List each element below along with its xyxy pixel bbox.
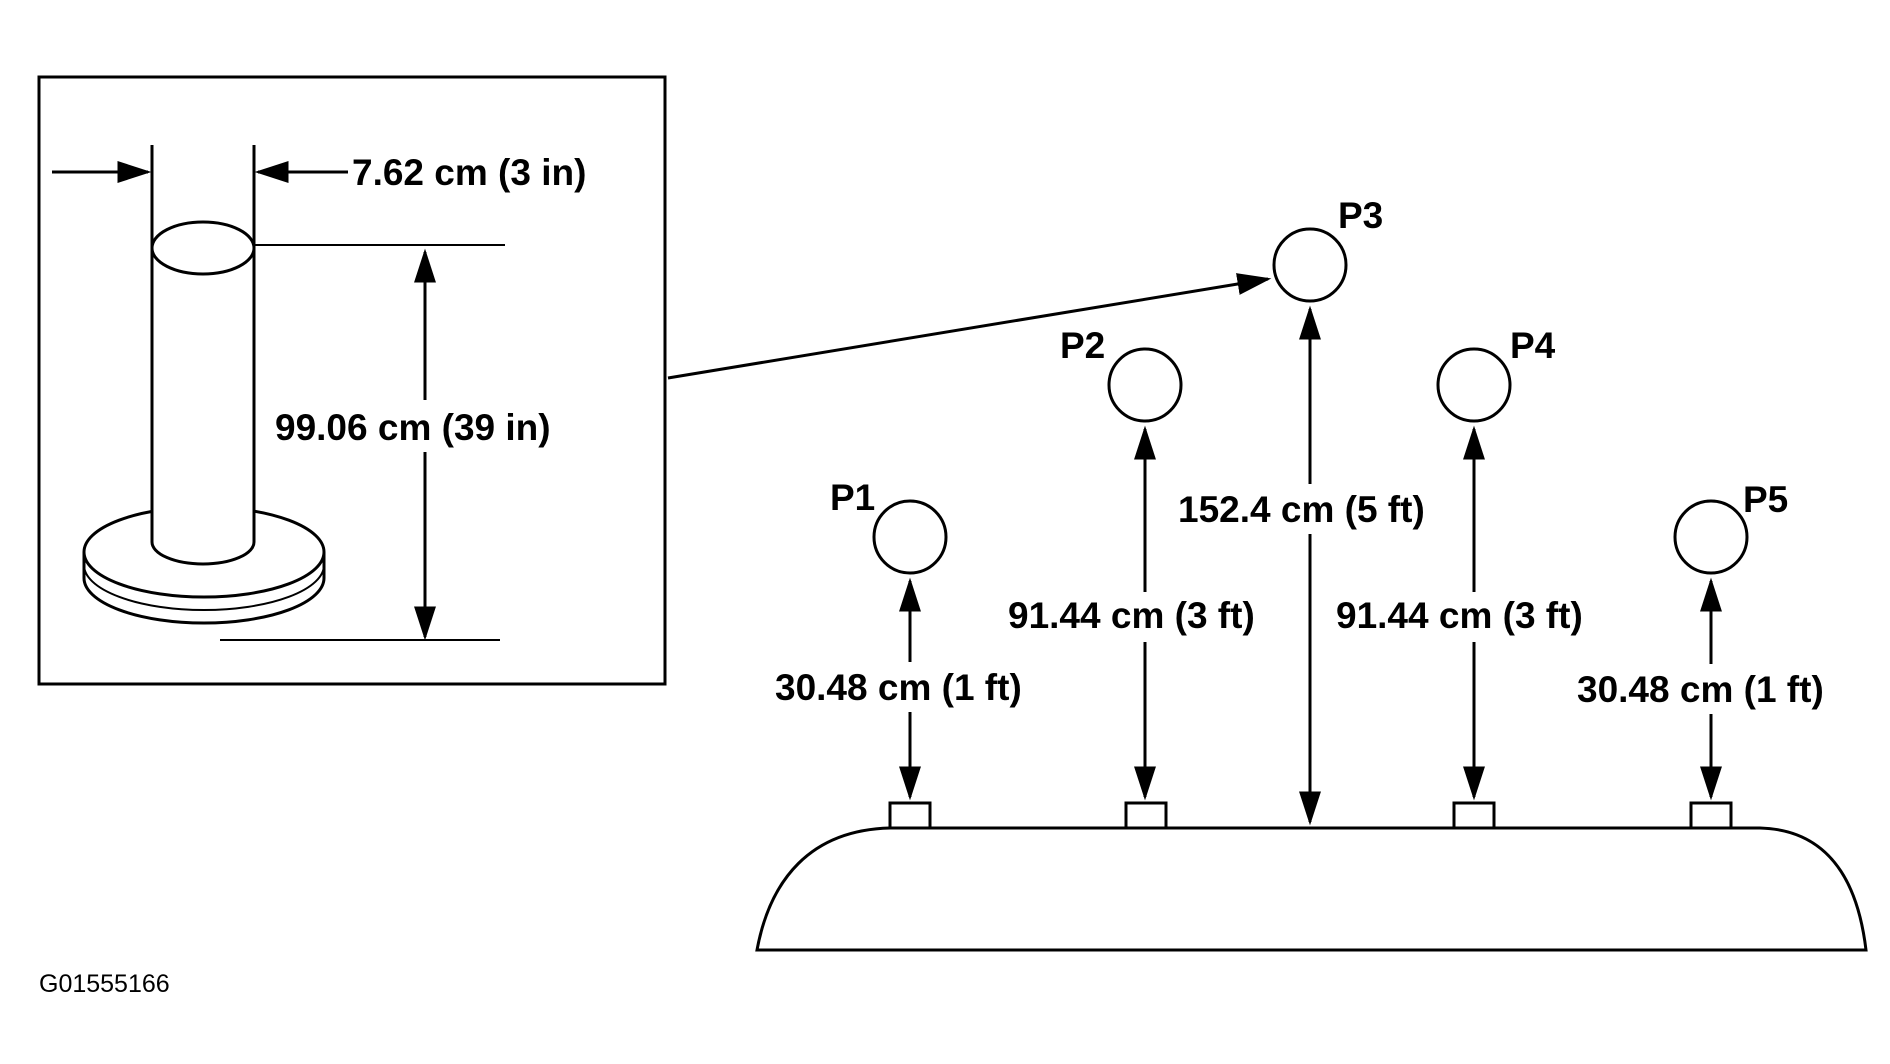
point-p1: P1 30.48 cm (1 ft) bbox=[772, 477, 1050, 801]
point-p5: P5 30.48 cm (1 ft) bbox=[1574, 479, 1852, 801]
distance-label: 91.44 cm (3 ft) bbox=[1336, 595, 1583, 636]
base-disc-lower bbox=[82, 552, 326, 625]
sensor-square-p4 bbox=[1452, 801, 1496, 830]
height-label: 99.06 cm (39 in) bbox=[275, 407, 551, 448]
figure-code: G01555166 bbox=[39, 970, 170, 998]
point-circle bbox=[1272, 227, 1348, 303]
inset-leader-arrow bbox=[667, 273, 1272, 380]
distance-label: 152.4 cm (5 ft) bbox=[1178, 489, 1425, 530]
inset-frame bbox=[37, 75, 667, 686]
width-label: 7.62 cm (3 in) bbox=[352, 152, 586, 193]
distance-label-bg bbox=[1574, 664, 1852, 714]
distance-label: 30.48 cm (1 ft) bbox=[775, 667, 1022, 708]
post-top bbox=[150, 220, 256, 276]
bench-body bbox=[755, 826, 1868, 952]
point-circle bbox=[1436, 347, 1512, 423]
post-bottom-curve bbox=[150, 541, 256, 566]
base-disc-seam bbox=[83, 564, 325, 611]
distance-label-bg bbox=[1175, 484, 1450, 534]
point-p3: P3 152.4 cm (5 ft) bbox=[1175, 195, 1450, 826]
post-body bbox=[152, 248, 254, 542]
distance-label-bg bbox=[1333, 592, 1613, 642]
sensor-square-p2 bbox=[1124, 801, 1168, 830]
point-circle bbox=[1673, 499, 1749, 575]
point-label: P4 bbox=[1510, 325, 1556, 366]
distance-label: 91.44 cm (3 ft) bbox=[1008, 595, 1255, 636]
sensor-square-p5 bbox=[1689, 801, 1733, 830]
point-circle bbox=[1107, 347, 1183, 423]
distance-label-bg bbox=[772, 662, 1050, 712]
distance-label-bg bbox=[1005, 592, 1285, 642]
height-label-bg bbox=[270, 400, 580, 452]
point-p4: P4 91.44 cm (3 ft) bbox=[1333, 325, 1613, 801]
point-label: P1 bbox=[830, 477, 875, 518]
distance-label: 30.48 cm (1 ft) bbox=[1577, 669, 1824, 710]
point-label: P3 bbox=[1338, 195, 1383, 236]
sensor-square-p1 bbox=[888, 801, 932, 830]
point-label: P2 bbox=[1060, 325, 1105, 366]
point-circle bbox=[872, 499, 948, 575]
point-label: P5 bbox=[1743, 479, 1788, 520]
inset-panel: 7.62 cm (3 in) 99.06 cm (39 in) bbox=[37, 75, 667, 686]
point-p2: P2 91.44 cm (3 ft) bbox=[1005, 325, 1285, 801]
